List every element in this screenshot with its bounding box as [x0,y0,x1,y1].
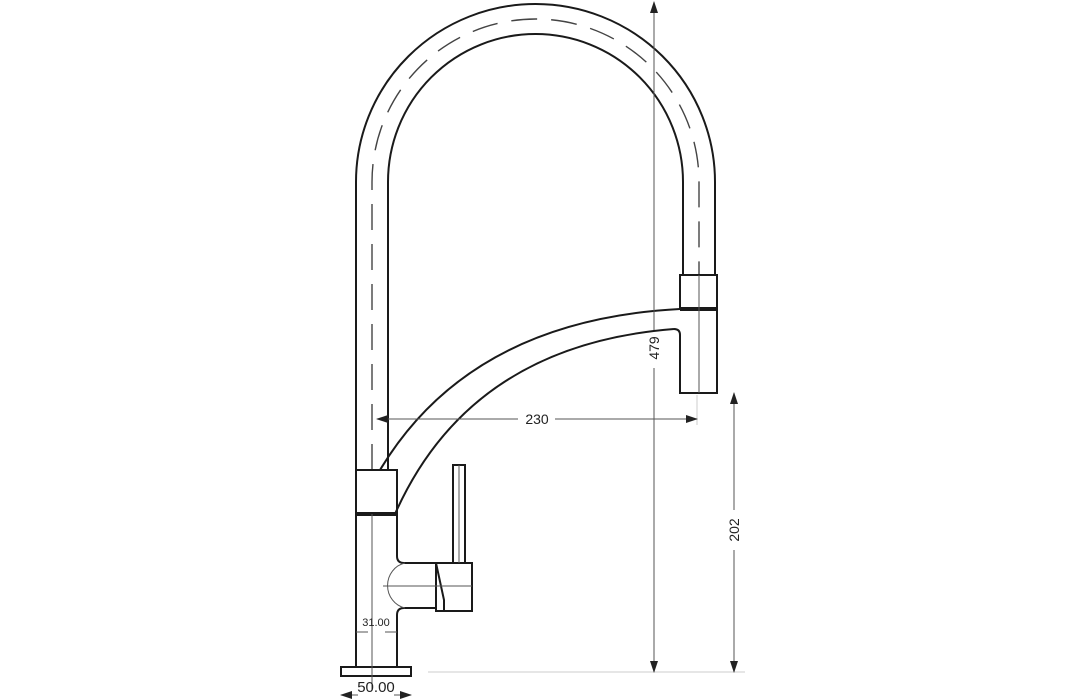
body-collar [355,469,398,515]
dim-spout-height: 202 [726,518,742,542]
base-plate [340,666,412,677]
arch-outer [355,3,716,470]
arch-inner [387,33,684,470]
spout-arm-inner [394,328,675,515]
dim-spout-reach: 230 [525,411,549,427]
spray-head [673,309,718,394]
dim-base-width: 50.00 [357,679,395,696]
dimensions: 479 202 230 50.00 31.00 [340,1,745,699]
tap-outline [340,3,718,690]
dim-total-height: 479 [646,336,662,360]
arch-centerline [371,18,700,470]
dim-body-width: 31.00 [362,617,390,629]
spout-arm-outer [379,308,681,471]
body [355,514,437,667]
